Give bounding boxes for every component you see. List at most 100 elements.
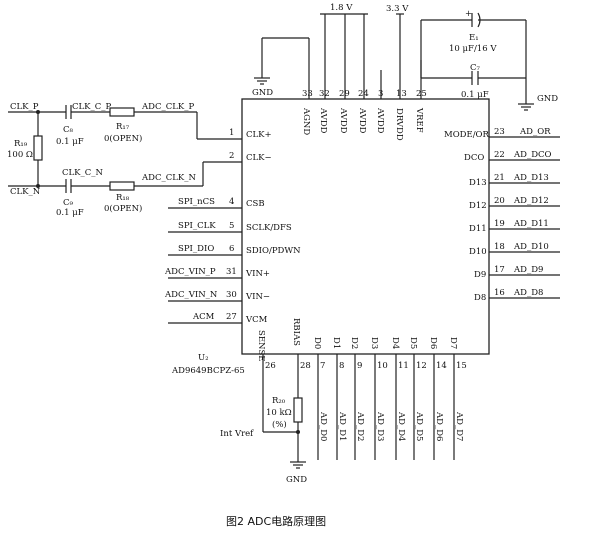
pin-15-number: 15: [456, 361, 467, 371]
pin-21-net: AD_D13: [513, 173, 549, 183]
pin-20-net: AD_D12: [513, 196, 549, 206]
pin-16-name: D8: [474, 293, 486, 303]
pin-30-net: ADC_VIN_N: [164, 290, 218, 300]
c9-value: 0.1 μF: [56, 208, 84, 218]
net-ad-d3: AD_D3: [375, 411, 385, 441]
pin-22-number: 22: [494, 150, 505, 160]
pin-5-name: SCLK/DFS: [246, 223, 292, 233]
pin-23-name: MODE/OR: [444, 130, 490, 140]
pin-24-number: 24: [358, 89, 369, 99]
pin-32-number: 32: [319, 89, 330, 99]
e1-plus-mark: +: [465, 9, 472, 19]
r19-value: 100 Ω: [7, 150, 33, 160]
pin-20-name: D12: [469, 201, 487, 211]
pin-9-name: D2: [349, 337, 359, 349]
pin-12-name: D5: [408, 337, 418, 349]
r20-ref: R₂₀: [272, 396, 286, 406]
pin-30-name: VIN−: [245, 292, 270, 302]
pin-24-name: AVDD: [357, 107, 367, 134]
pin-27-net: ACM: [192, 312, 215, 322]
pin-27-name: VCM: [245, 315, 268, 325]
label-3v3: 3.3 V: [386, 4, 409, 14]
pin-11-name: D4: [390, 337, 400, 349]
pin-6-number: 6: [229, 244, 234, 254]
c8-value: 0.1 μF: [56, 137, 84, 147]
net-ad-d0: AD_D0: [318, 411, 328, 441]
junction-dot: [36, 184, 40, 188]
net-ad-d2: AD_D2: [355, 411, 365, 441]
chip-part-number: AD9649BCPZ-65: [171, 366, 245, 376]
left-pin-wires: [168, 138, 242, 324]
net-clk-p: CLK_P: [10, 102, 39, 112]
net-clk-c-p: CLK_C_P: [72, 102, 112, 112]
pin-8-number: 8: [339, 361, 344, 371]
pin-10-number: 10: [377, 361, 388, 371]
pin-17-net: AD_D9: [513, 265, 543, 275]
pin-17-number: 17: [494, 265, 505, 275]
r18-ref: R₁₈: [116, 193, 130, 203]
pin-26-name: SENSE: [256, 330, 266, 362]
pin-4-net: SPI_nCS: [178, 197, 215, 207]
pin-2-name: CLK−: [246, 153, 272, 163]
net-clk-c-n: CLK_C_N: [62, 168, 104, 178]
pin-1-name: CLK+: [246, 130, 272, 140]
pin-18-number: 18: [494, 242, 505, 252]
pin-5-net: SPI_CLK: [178, 221, 216, 231]
top-pin-wires: [254, 12, 534, 111]
pin-21-name: D13: [469, 178, 487, 188]
pin-32-name: AVDD: [318, 107, 328, 134]
c7-ref: C₇: [470, 63, 481, 73]
net-ad-d1: AD_D1: [337, 411, 347, 441]
net-ad-d5: AD_D5: [414, 411, 424, 441]
clock-network-wires: [8, 105, 204, 193]
label-gnd-bottom: GND: [286, 475, 307, 485]
pin-33-number: 33: [302, 89, 313, 99]
pin-31-name: VIN+: [245, 269, 270, 279]
c9-ref: C₉: [63, 198, 74, 208]
r19-ref: R₁₉: [14, 139, 28, 149]
pin-22-net: AD_DCO: [513, 150, 552, 160]
pin-13-number: 13: [396, 89, 407, 99]
pin-25-number: 25: [416, 89, 427, 99]
net-ad-d4: AD_D4: [396, 411, 406, 441]
bottom-pin-wires: [262, 354, 455, 469]
pin-19-name: D11: [469, 224, 487, 234]
pin-30-number: 30: [226, 290, 237, 300]
pin-26-number: 26: [265, 361, 276, 371]
c7-value: 0.1 μF: [461, 90, 489, 100]
pin-28-name: RBIAS: [291, 318, 301, 346]
pin-25-name: VREF: [414, 107, 424, 133]
pin-11-number: 11: [398, 361, 409, 371]
pin-2-number: 2: [229, 151, 234, 161]
pin-22-name: DCO: [464, 153, 484, 163]
net-adc-clk-n: ADC_CLK_N: [141, 173, 196, 183]
r17-value: 0(OPEN): [104, 133, 142, 144]
pin-5-number: 5: [229, 221, 234, 231]
pin-6-net: SPI_DIO: [178, 244, 214, 254]
pin-33-name: AGND: [301, 107, 311, 135]
label-gnd-top-left: GND: [252, 88, 273, 98]
pin-3-name: AVDD: [375, 107, 385, 134]
e1-value: 10 μF/16 V: [449, 44, 497, 54]
pin-3-number: 3: [378, 89, 383, 99]
pin-16-net: AD_D8: [513, 288, 543, 298]
pin-19-net: AD_D11: [513, 219, 549, 229]
label-gnd-top-right: GND: [537, 94, 558, 104]
pin-15-name: D7: [448, 337, 458, 349]
pin-20-number: 20: [494, 196, 505, 206]
pin-27-number: 27: [226, 312, 237, 322]
pin-6-name: SDIO/PDWN: [246, 246, 301, 256]
pin-31-number: 31: [226, 267, 237, 277]
pin-14-number: 14: [436, 361, 447, 371]
pin-29-number: 29: [339, 89, 350, 99]
net-ad-d7: AD_D7: [454, 411, 464, 441]
pin-18-name: D10: [469, 247, 487, 257]
junction-dot: [296, 430, 300, 434]
pin-31-net: ADC_VIN_P: [164, 267, 216, 277]
pin-17-name: D9: [474, 270, 486, 280]
pin-16-number: 16: [494, 288, 505, 298]
pin-23-number: 23: [494, 127, 505, 137]
e1-ref: E₁: [469, 33, 479, 43]
figure-caption: 图2 ADC电路原理图: [226, 515, 326, 528]
